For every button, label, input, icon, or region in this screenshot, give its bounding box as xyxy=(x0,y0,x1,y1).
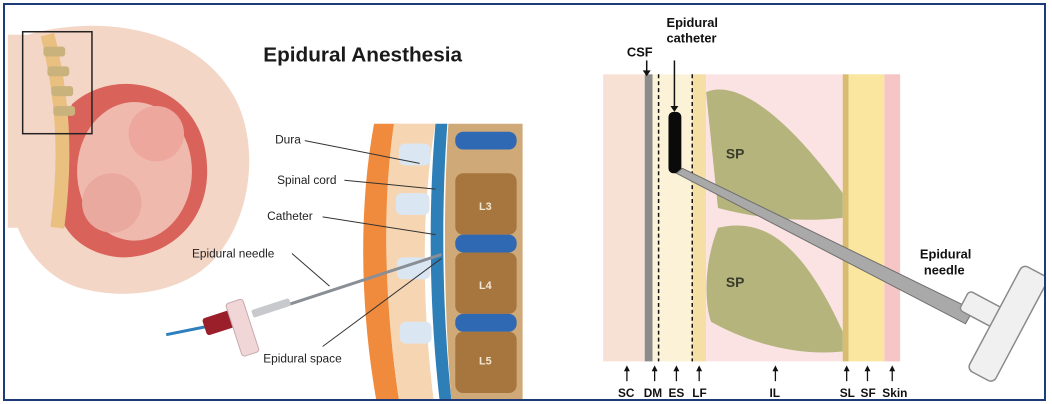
spinous-process-label-upper: SP xyxy=(726,145,744,161)
layer-label-sf: SF xyxy=(861,386,876,399)
callout-epidural-needle: Epidural needle xyxy=(192,246,275,260)
layer-label-dm: DM xyxy=(644,386,663,399)
callout-dura: Dura xyxy=(275,133,301,147)
label-epidural-needle-line2: needle xyxy=(924,262,965,277)
bottom-arrows xyxy=(627,368,892,381)
figure-frame: Epidural Anesthesia L3 L4 L5 xyxy=(3,3,1046,401)
layer-label-il: IL xyxy=(769,386,780,399)
layer-label-sl: SL xyxy=(840,386,855,399)
label-epidural-needle-line1: Epidural xyxy=(920,246,971,261)
layer-dura-mater xyxy=(645,74,653,361)
layer-label-sc: SC xyxy=(618,386,635,399)
spinous-process-label-lower: SP xyxy=(726,274,744,290)
layer-ligamentum-flavum xyxy=(692,74,706,361)
layer-label-skin: Skin xyxy=(882,386,907,399)
layer-skin xyxy=(884,74,900,361)
vertebra-label-l5: L5 xyxy=(479,355,492,367)
layer-label-lf: LF xyxy=(692,386,707,399)
bottom-arrowheads xyxy=(624,365,895,371)
vertebra-label-l3: L3 xyxy=(479,201,492,213)
layer-spinal-cord xyxy=(603,74,645,361)
epidural-catheter xyxy=(668,112,681,173)
layer-supraspinous-ligament xyxy=(843,74,849,361)
epidural-needle-hub xyxy=(959,264,1045,383)
diagram-title: Epidural Anesthesia xyxy=(263,43,462,66)
needle-sleeve xyxy=(251,298,291,318)
label-epidural-catheter-line2: catheter xyxy=(667,31,717,46)
callout-epidural-space: Epidural space xyxy=(263,351,342,365)
fetus-head xyxy=(82,173,141,232)
epidural-layer-schematic: SP SP CSF Epidural catheter Epidural nee… xyxy=(585,5,1045,399)
callout-catheter: Catheter xyxy=(267,209,313,223)
fetus-body xyxy=(129,106,184,161)
label-epidural-catheter-line1: Epidural xyxy=(667,15,718,30)
layer-subcutaneous-fat xyxy=(849,74,885,361)
epidural-anatomy-illustration: Epidural Anesthesia L3 L4 L5 xyxy=(5,5,565,399)
layer-label-es: ES xyxy=(668,386,684,399)
vertebra-label-l4: L4 xyxy=(479,280,492,292)
label-csf: CSF xyxy=(627,44,653,59)
callout-spinal-cord: Spinal cord xyxy=(277,173,336,187)
